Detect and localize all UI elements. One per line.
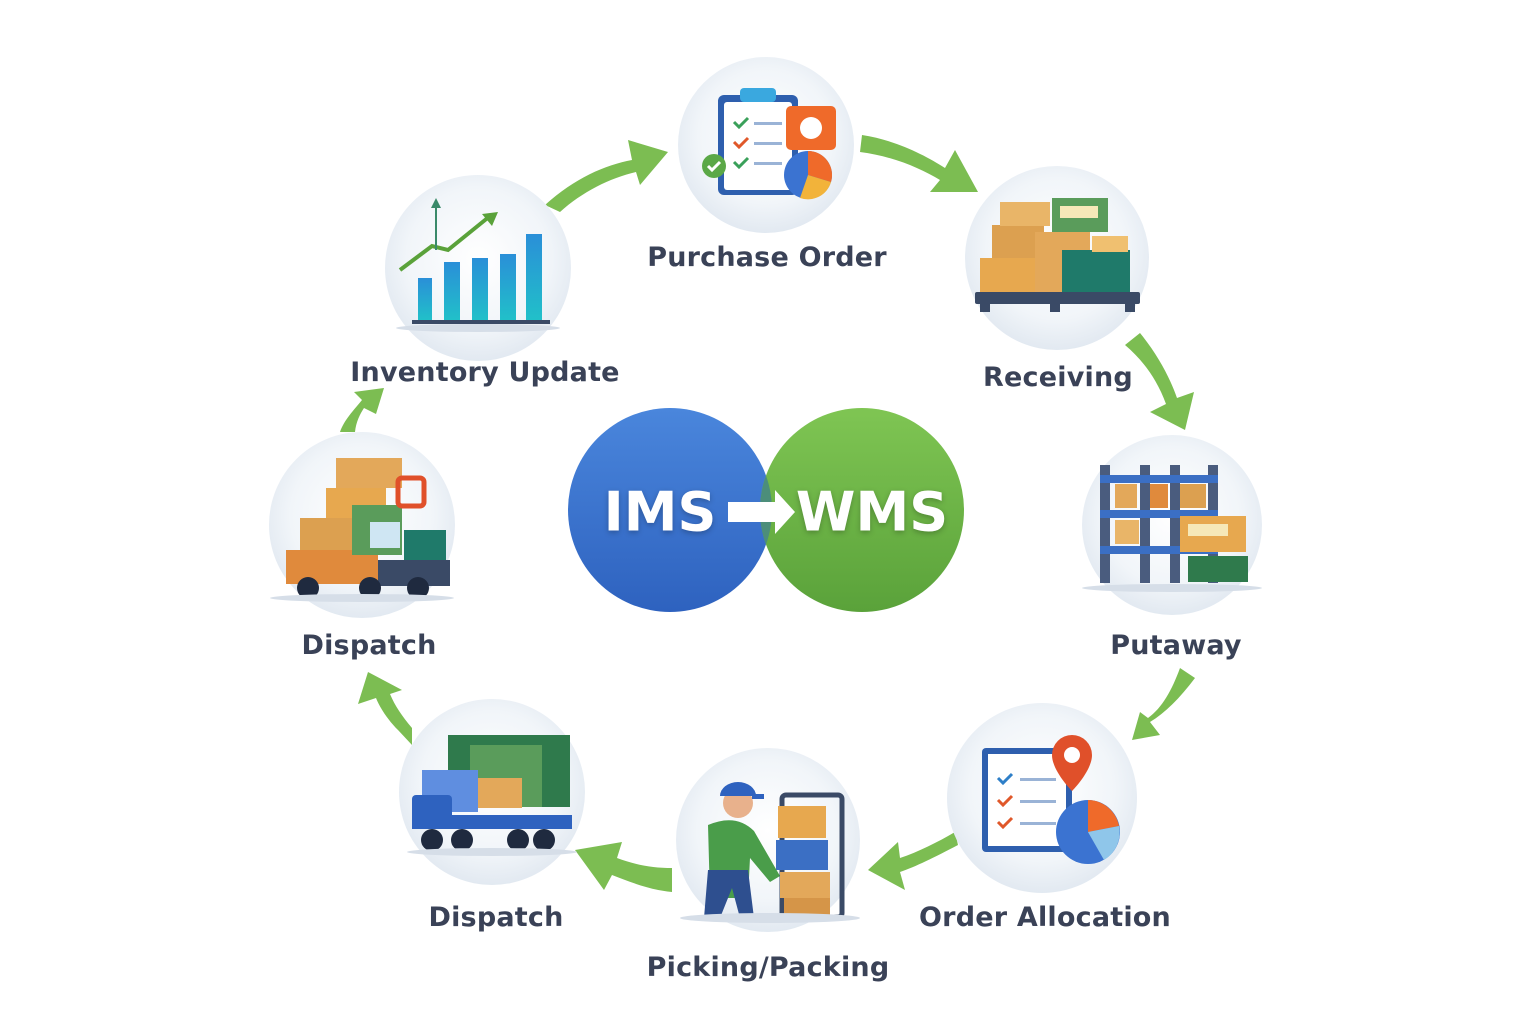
arrow-picking-to-dispatch [575, 842, 672, 892]
flow-arrows [340, 135, 1195, 892]
worker-picking-icon [680, 782, 860, 923]
boxes-on-pallet-icon [975, 198, 1140, 312]
label-receiving: Receiving [983, 362, 1133, 393]
arrow-receiving-to-putaway [1125, 333, 1194, 430]
ims-wms-hub [568, 408, 964, 612]
label-purchase-order: Purchase Order [647, 242, 887, 273]
arrow-allocation-to-picking [868, 832, 958, 890]
label-putaway: Putaway [1110, 630, 1242, 661]
bubble-picking-packing [676, 748, 860, 932]
wms-circle [760, 408, 964, 612]
label-picking-packing: Picking/Packing [646, 952, 890, 983]
arrow-dispatch-to-dispatch [358, 672, 412, 745]
allocation-board-icon [982, 735, 1120, 864]
warehouse-shelving-icon [1082, 465, 1262, 592]
label-order-allocation: Order Allocation [919, 902, 1171, 933]
hub-ims-text: IMS [603, 480, 717, 544]
arrow-dispatch-to-inventory [340, 388, 384, 432]
loaded-truck-icon [270, 458, 454, 602]
arrow-putaway-to-allocation [1132, 668, 1195, 740]
bar-chart-growth-icon [396, 198, 560, 332]
delivery-truck-icon [407, 735, 577, 856]
arrow-purchase-to-receiving [860, 135, 978, 192]
label-dispatch-left: Dispatch [301, 630, 437, 661]
label-dispatch-bottom: Dispatch [428, 902, 564, 933]
ims-circle [568, 408, 772, 612]
hub-wms-text: WMS [795, 480, 949, 544]
label-inventory-update: Inventory Update [350, 357, 620, 388]
clipboard-checklist-icon [702, 88, 836, 200]
arrow-inventory-to-purchase [545, 140, 668, 212]
hub-arrow-icon [728, 490, 795, 534]
